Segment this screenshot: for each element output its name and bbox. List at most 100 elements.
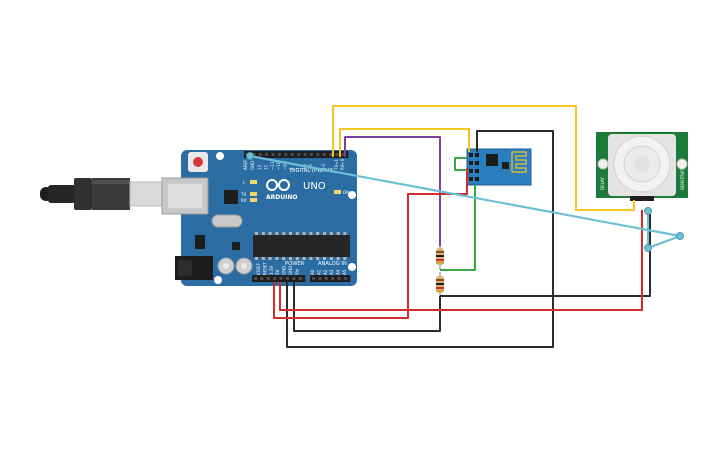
- header-pin[interactable]: [290, 153, 294, 156]
- crystal-oscillator: [211, 214, 243, 228]
- reset-button-cap[interactable]: [193, 157, 203, 167]
- arduino-uno-board[interactable]: L TX RX ON UNO ARDUINO DIGITAL (PWM~) PO…: [161, 150, 357, 286]
- header-pin[interactable]: [310, 153, 313, 156]
- pin-label: 12: [263, 164, 268, 170]
- esp-pin[interactable]: [475, 153, 479, 157]
- header-pin[interactable]: [271, 153, 275, 156]
- wire-yellow-esp[interactable]: [339, 128, 470, 157]
- header-pin[interactable]: [342, 153, 345, 156]
- mount-hole: [348, 263, 356, 271]
- header-pin[interactable]: [316, 153, 320, 156]
- header-pin[interactable]: [252, 153, 256, 156]
- wire-black-esp[interactable]: [286, 130, 554, 348]
- header-pin[interactable]: [312, 277, 315, 280]
- analog-header[interactable]: [310, 275, 351, 282]
- resistor-icon[interactable]: [436, 272, 444, 298]
- esp-pin[interactable]: [475, 169, 479, 173]
- esp-pin[interactable]: [469, 153, 473, 157]
- header-pin[interactable]: [279, 277, 283, 280]
- mcu-pins: [255, 257, 347, 260]
- led-rx: [250, 198, 257, 202]
- header-pin[interactable]: [329, 153, 333, 156]
- esp-pin[interactable]: [469, 161, 473, 165]
- header-pin[interactable]: [331, 277, 335, 280]
- pin-label: A2: [323, 269, 328, 275]
- power-header[interactable]: [252, 275, 306, 282]
- header-pin[interactable]: [292, 277, 296, 280]
- header-pin[interactable]: [318, 277, 322, 280]
- header-pin[interactable]: [258, 153, 262, 156]
- pin-label: A0: [310, 269, 315, 275]
- pir-dome-icon: [613, 135, 671, 193]
- header-pin[interactable]: [260, 277, 264, 280]
- pin-label: ~9: [283, 164, 288, 170]
- wire-yellow-pir[interactable]: [332, 105, 635, 211]
- mount-hole: [214, 276, 222, 284]
- tx-label: TX: [240, 192, 246, 197]
- wire-cyan[interactable]: [249, 154, 682, 250]
- header-pin[interactable]: [324, 277, 328, 280]
- l-label: L: [243, 180, 246, 185]
- wire-red-pir[interactable]: [279, 210, 643, 311]
- esp-pin-header[interactable]: [469, 153, 479, 181]
- esp-flash-chip: [502, 162, 509, 169]
- header-pin[interactable]: [322, 153, 326, 156]
- pir-sensitivity-label: SENSITIVITY: [680, 165, 685, 190]
- header-pin[interactable]: [265, 153, 269, 156]
- esp-pin[interactable]: [475, 177, 479, 181]
- arduino-logo-icon: [266, 179, 290, 191]
- pin-label: 5V: [275, 269, 280, 275]
- power-header-label: POWER: [285, 261, 305, 267]
- led-tx: [250, 192, 257, 196]
- wire-green-junction[interactable]: [440, 185, 476, 271]
- header-pin[interactable]: [298, 277, 302, 280]
- mount-hole: [216, 152, 224, 160]
- header-pin[interactable]: [297, 153, 301, 156]
- wire-green-esp[interactable]: [454, 157, 467, 171]
- led-on: [334, 190, 341, 194]
- pin-label: A1: [316, 269, 321, 275]
- esp-pin[interactable]: [469, 177, 473, 181]
- usb-cable-icon: [40, 177, 183, 211]
- esp-antenna: [511, 151, 527, 173]
- wire-purple[interactable]: [344, 136, 441, 246]
- pin-label: 2: [327, 167, 332, 170]
- header-pin[interactable]: [266, 277, 270, 280]
- wire-red-esp[interactable]: [273, 168, 468, 319]
- small-chip: [232, 242, 240, 250]
- pin-label: 7: [295, 167, 300, 170]
- pin-label: 3.3V: [269, 266, 274, 275]
- esp-pin[interactable]: [475, 161, 479, 165]
- analog-header-label: ANALOG IN: [318, 261, 347, 267]
- header-pin[interactable]: [254, 277, 257, 280]
- on-label: ON: [343, 190, 349, 195]
- wire-black-pir[interactable]: [440, 210, 651, 297]
- pin-label: TX→1: [334, 158, 339, 171]
- pin-label: A5: [342, 269, 347, 275]
- atmega-chip: [253, 235, 350, 257]
- header-pin[interactable]: [278, 153, 281, 156]
- esp-chip: [486, 154, 498, 166]
- esp-pin[interactable]: [469, 169, 473, 173]
- header-pin[interactable]: [335, 153, 339, 156]
- pir-delay-label: DELAY: [600, 177, 605, 190]
- pin-label: ~11: [270, 161, 275, 170]
- header-pin[interactable]: [284, 153, 288, 156]
- pir-sensor[interactable]: DELAY SENSITIVITY: [596, 132, 688, 201]
- sensitivity-potentiometer[interactable]: [676, 158, 688, 170]
- wifi-module-icon[interactable]: [466, 148, 532, 186]
- wire-endpoints[interactable]: [246, 152, 684, 252]
- wire-black-resistor[interactable]: [293, 282, 441, 332]
- header-pin[interactable]: [303, 153, 307, 156]
- header-pin[interactable]: [344, 277, 347, 280]
- delay-potentiometer[interactable]: [597, 158, 609, 170]
- header-pin[interactable]: [286, 277, 289, 280]
- resistor-icon[interactable]: [436, 243, 444, 270]
- pir-pin-header[interactable]: [630, 196, 654, 201]
- pin-label: RESET: [262, 262, 267, 275]
- header-pin[interactable]: [337, 277, 341, 280]
- header-pin[interactable]: [273, 277, 277, 280]
- board-logo-text: ARDUINO: [266, 194, 297, 201]
- mount-hole: [348, 191, 356, 199]
